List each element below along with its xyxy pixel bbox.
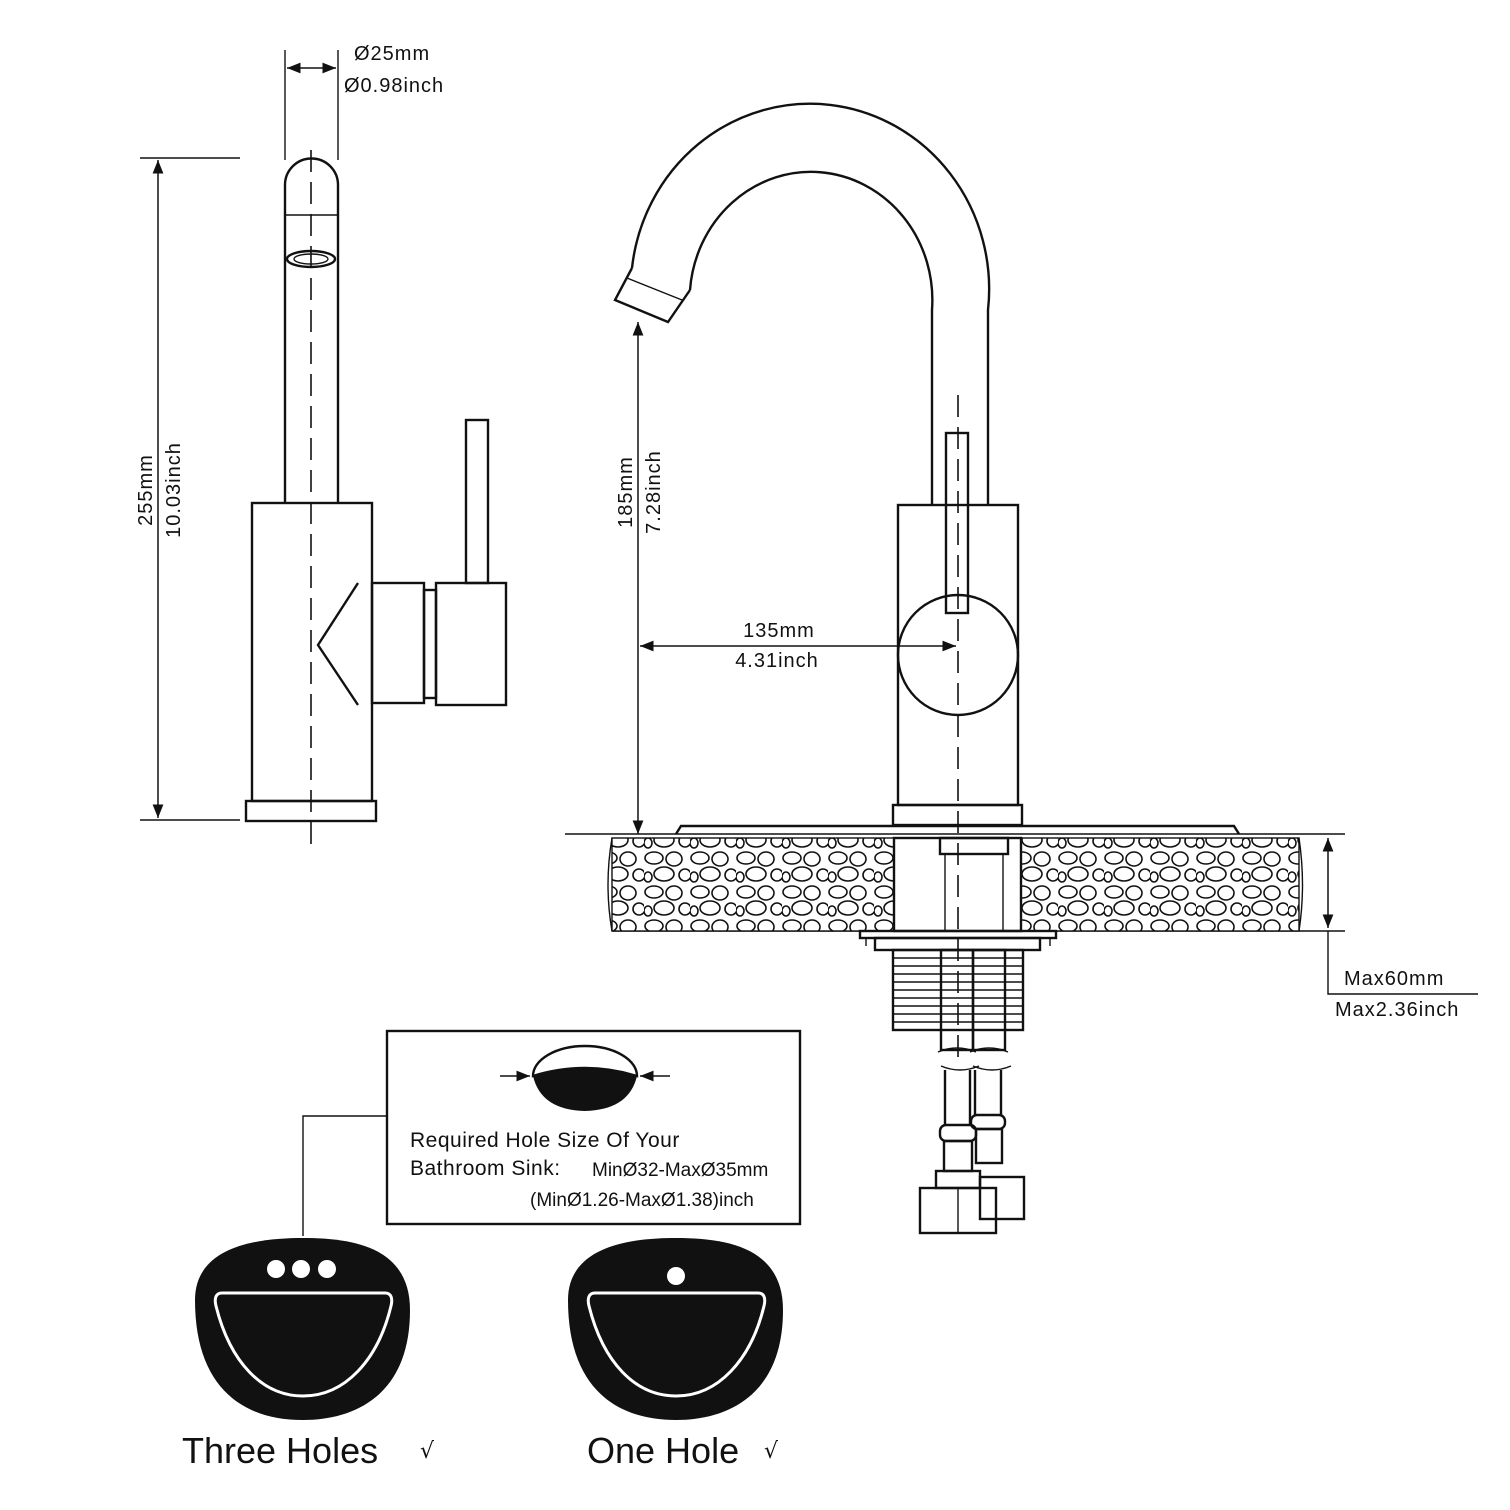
hole-note-line1: Required Hole Size Of Your [410,1129,680,1152]
side-view: Ø25mm Ø0.98inch 255mm 10.03inch [135,43,508,850]
side-height-inch: 10.03inch [163,442,185,538]
front-view: 185mm 7.28inch 135mm 4.31inch [565,102,1478,1235]
side-height-mm: 255mm [135,454,157,526]
reach-inch: 4.31inch [735,650,819,672]
one-hole-check: √ [764,1439,779,1464]
hole-note-line2-value: MinØ32-MaxØ35mm [592,1160,768,1181]
three-holes-sink: Three Holes √ [182,1238,435,1471]
three-holes-label: Three Holes [182,1430,378,1471]
hole-size-note: Required Hole Size Of Your Bathroom Sink… [302,1029,802,1236]
one-hole-label: One Hole [587,1430,739,1471]
one-hole-sink: One Hole √ [568,1238,783,1471]
three-holes-check: √ [420,1439,435,1464]
deck-max-inch: Max2.36inch [1335,999,1459,1021]
side-diameter-mm: Ø25mm [354,43,430,65]
hole-note-line2-label: Bathroom Sink: [410,1157,561,1180]
deck-max-mm: Max60mm [1344,968,1444,990]
spout-height-mm: 185mm [615,456,637,528]
hole-note-line3: (MinØ1.26-MaxØ1.38)inch [530,1190,754,1211]
side-diameter-inch: Ø0.98inch [344,75,444,97]
spout-height-inch: 7.28inch [643,450,665,534]
reach-mm: 135mm [743,620,815,642]
